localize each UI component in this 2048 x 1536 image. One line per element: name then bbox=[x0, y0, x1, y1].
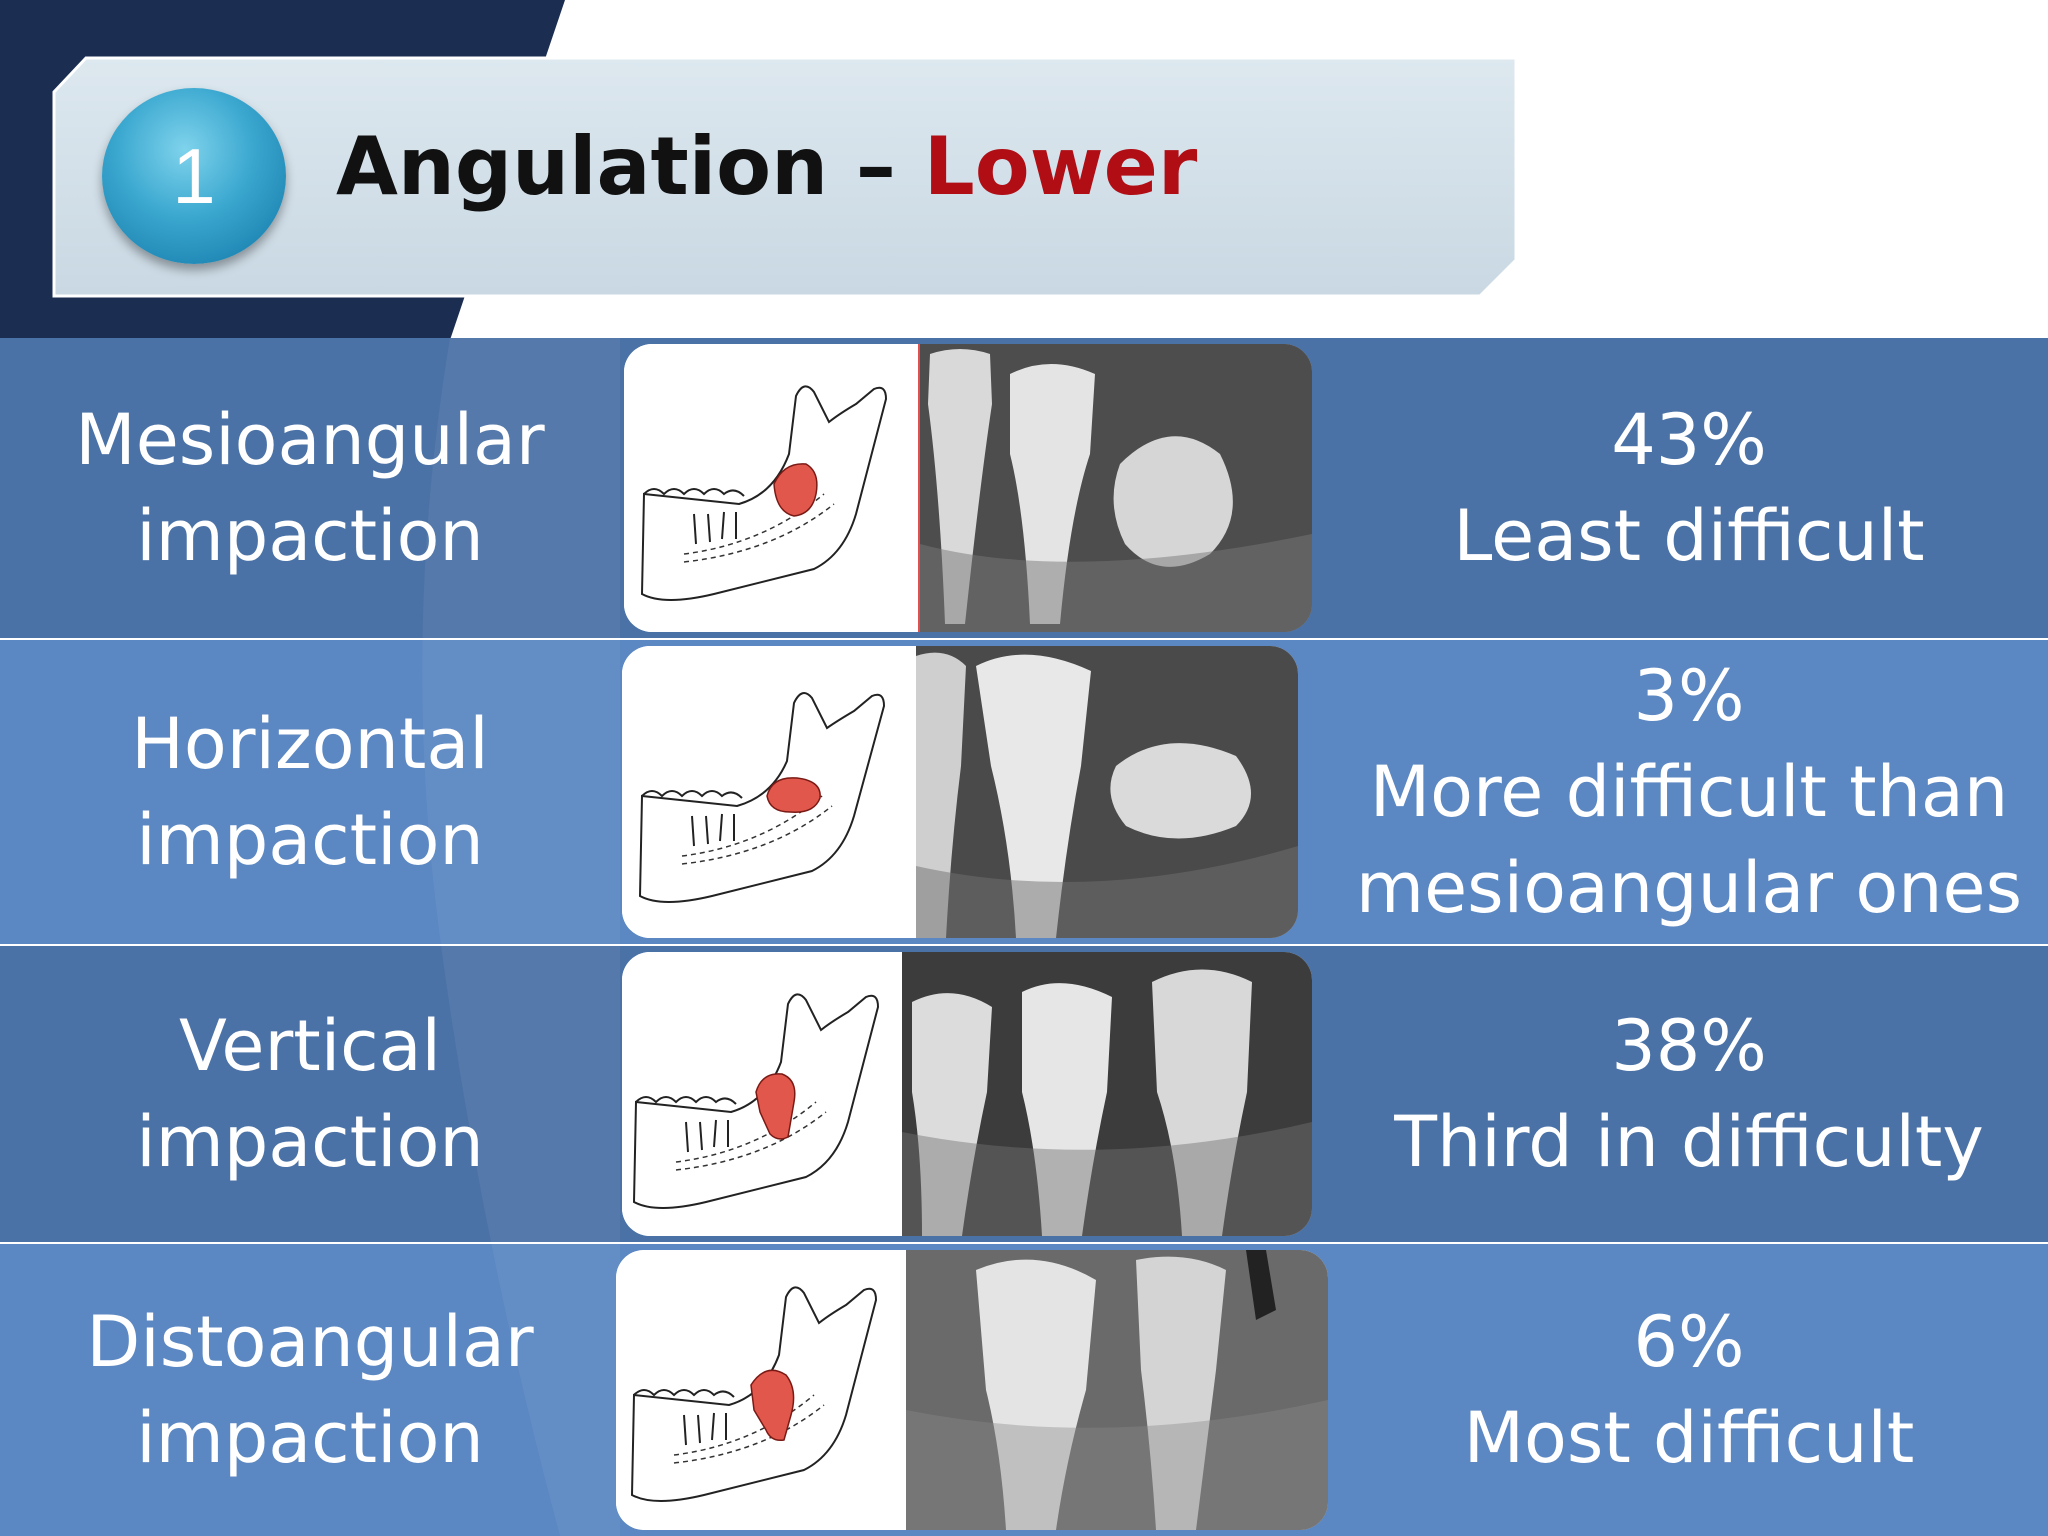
jaw-drawing-mesioangular bbox=[624, 344, 920, 632]
difficulty-line2: mesioangular ones bbox=[1355, 847, 2023, 929]
distoangular-illustration bbox=[616, 1250, 1328, 1530]
impaction-type-cell: Vertical impaction bbox=[0, 946, 620, 1242]
page-title: Angulation – Lower bbox=[336, 120, 1197, 213]
impaction-type-line2: impaction bbox=[136, 1101, 484, 1183]
impaction-type-line2: impaction bbox=[136, 799, 484, 881]
jaw-drawing-distoangular bbox=[616, 1250, 908, 1530]
table-row: Horizontal impaction 3% More difficult t… bbox=[0, 640, 2048, 944]
table-row: Distoangular impaction 6% Most difficult bbox=[0, 1244, 2048, 1536]
impaction-type-cell: Horizontal impaction bbox=[0, 640, 620, 944]
impaction-type-line1: Mesioangular bbox=[75, 399, 545, 481]
xray-mesioangular bbox=[920, 344, 1312, 632]
title-main: Angulation – bbox=[336, 120, 924, 213]
section-number-badge: 1 bbox=[102, 88, 286, 264]
difficulty-line1: Least difficult bbox=[1453, 495, 1925, 577]
impaction-type-line1: Vertical bbox=[178, 1005, 442, 1087]
percent-value: 3% bbox=[1633, 655, 1745, 737]
difficulty-line1: Most difficult bbox=[1463, 1397, 1915, 1479]
impaction-type-line1: Distoangular bbox=[86, 1301, 534, 1383]
difficulty-line1: More difficult than bbox=[1369, 751, 2009, 833]
difficulty-line1: Third in difficulty bbox=[1394, 1101, 1984, 1183]
table-row: Vertical impaction 38% Third in difficul… bbox=[0, 946, 2048, 1242]
frequency-difficulty-cell: 3% More difficult than mesioangular ones bbox=[1330, 640, 2048, 944]
angulation-table: Mesioangular impaction 43% Least di bbox=[0, 338, 2048, 1536]
title-accent: Lower bbox=[923, 120, 1198, 213]
xray-vertical bbox=[902, 952, 1312, 1236]
percent-value: 6% bbox=[1633, 1301, 1745, 1383]
frequency-difficulty-cell: 43% Least difficult bbox=[1330, 338, 2048, 638]
xray-horizontal bbox=[916, 646, 1298, 938]
jaw-drawing-vertical bbox=[622, 952, 904, 1236]
percent-value: 38% bbox=[1611, 1005, 1767, 1087]
frequency-difficulty-cell: 38% Third in difficulty bbox=[1330, 946, 2048, 1242]
header-bar bbox=[52, 56, 1518, 298]
impaction-type-line2: impaction bbox=[136, 1397, 484, 1479]
badge-number: 1 bbox=[172, 131, 216, 220]
horizontal-illustration bbox=[622, 646, 1298, 938]
frequency-difficulty-cell: 6% Most difficult bbox=[1330, 1244, 2048, 1536]
mesioangular-illustration bbox=[624, 344, 1312, 632]
impaction-type-cell: Mesioangular impaction bbox=[0, 338, 620, 638]
impaction-type-line2: impaction bbox=[136, 495, 484, 577]
impaction-type-cell: Distoangular impaction bbox=[0, 1244, 620, 1536]
jaw-drawing-horizontal bbox=[622, 646, 918, 938]
vertical-illustration bbox=[622, 952, 1312, 1236]
table-row: Mesioangular impaction 43% Least di bbox=[0, 338, 2048, 638]
percent-value: 43% bbox=[1611, 399, 1767, 481]
impaction-type-line1: Horizontal bbox=[131, 703, 489, 785]
xray-distoangular bbox=[906, 1250, 1328, 1530]
